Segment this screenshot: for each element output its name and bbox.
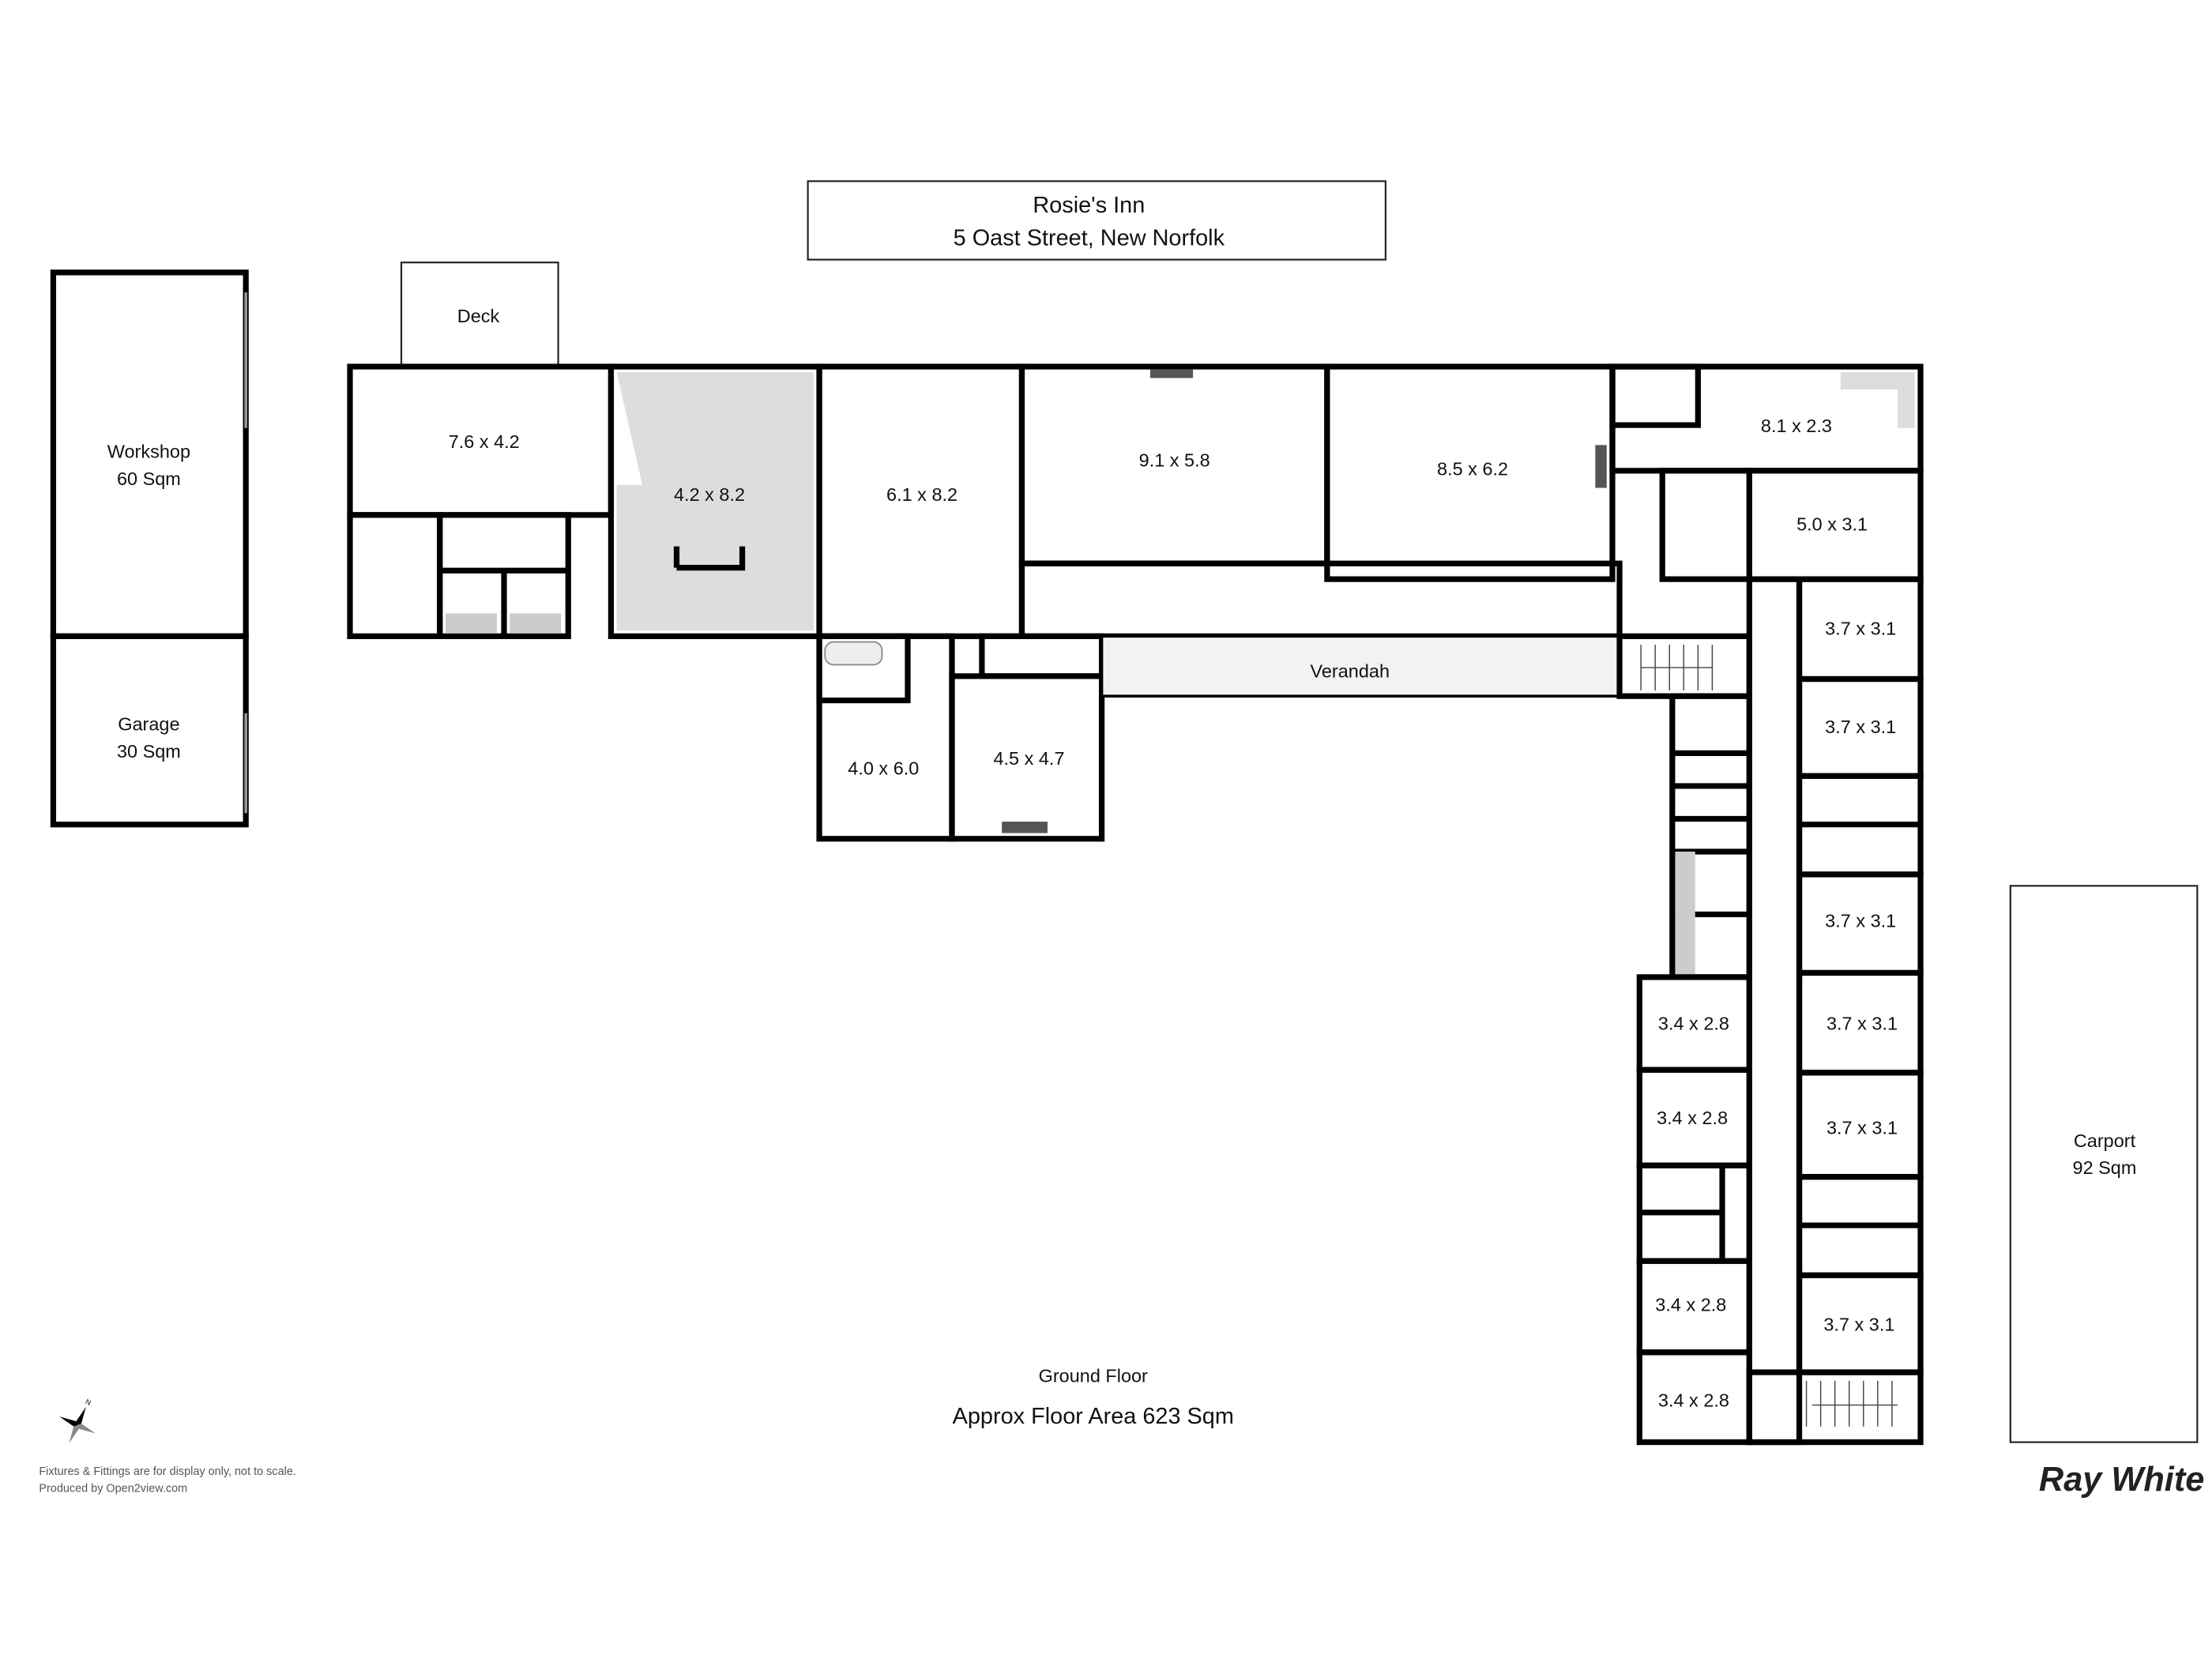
workshop: Workshop 60 Sqm [50,269,249,639]
room-label: 3.4 x 2.8 [1657,1108,1728,1128]
garage-label: Garage [118,714,179,735]
room-label: 3.7 x 3.1 [1825,619,1896,639]
carport-area: 92 Sqm [2073,1157,2137,1178]
compass-north: N [85,1398,92,1407]
room-label: 7.6 x 4.2 [449,431,520,452]
deck-label: Deck [457,306,500,326]
room-label: 3.7 x 3.1 [1823,1315,1894,1335]
garage-area: 30 Sqm [117,741,181,762]
room-label: 3.4 x 2.8 [1658,1014,1729,1034]
title-box: Rosie's Inn 5 Oast Street, New Norfolk [807,180,1386,261]
room-label: 3.7 x 3.1 [1825,911,1896,931]
verandah-label: Verandah [1311,661,1390,682]
deck: Deck [400,261,559,368]
room-label: 3.7 x 3.1 [1826,1014,1898,1034]
carport-label: Carport [2074,1130,2136,1151]
property-address: 5 Oast Street, New Norfolk [954,226,1225,251]
property-name: Rosie's Inn [1033,193,1145,218]
room-label: 5.0 x 3.1 [1796,514,1868,535]
floor-area: Approx Floor Area 623 Sqm [953,1404,1234,1429]
room-label: 4.2 x 8.2 [674,484,745,505]
room-label: 3.7 x 3.1 [1826,1118,1898,1138]
room-label: 3.4 x 2.8 [1658,1390,1729,1410]
workshop-area: 60 Sqm [117,468,181,489]
room-label: 8.5 x 6.2 [1437,458,1508,479]
carport: Carport 92 Sqm [2009,885,2199,1443]
workshop-label: Workshop [107,442,190,462]
room-label: 4.5 x 4.7 [993,748,1064,769]
floor-name: Ground Floor [1039,1366,1148,1386]
room-label: 3.7 x 3.1 [1825,717,1896,737]
room-label: 3.4 x 2.8 [1655,1294,1726,1315]
room-label: 4.0 x 6.0 [848,758,919,778]
room-labels: 7.6 x 4.2 4.2 x 8.2 6.1 x 8.2 9.1 x 5.8 … [449,416,1898,1410]
room-label: 9.1 x 5.8 [1139,450,1210,470]
compass-icon: N [59,1398,96,1443]
room-label: 6.1 x 8.2 [886,484,957,505]
ray-white-logo: Ray White [2039,1461,2204,1499]
main-building [347,363,1924,1446]
garage: Garage 30 Sqm [50,633,249,828]
disclaimer: Fixtures & Fittings are for display only… [39,1465,296,1478]
room-label: 8.1 x 2.3 [1761,416,1832,436]
producer-credit: Produced by Open2view.com [39,1483,187,1495]
